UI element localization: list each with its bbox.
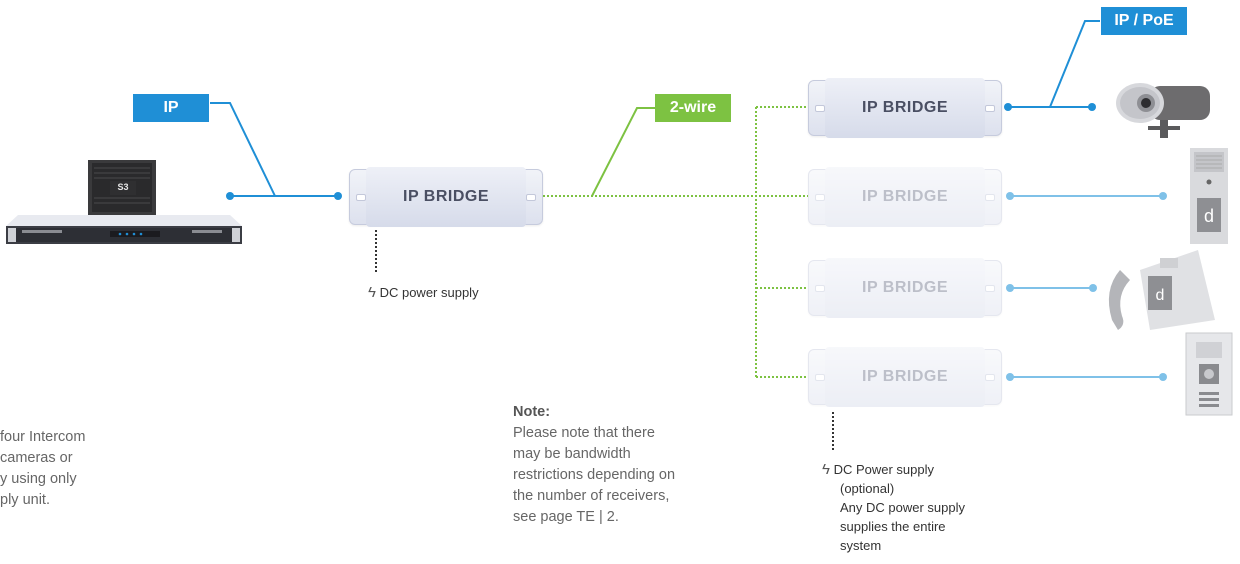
bridge-label: IP BRIDGE: [403, 188, 489, 205]
lightning-icon: ϟ: [822, 461, 830, 478]
two-wire-tag: 2-wire: [655, 94, 731, 122]
main-ip-bridge: IP BRIDGE: [349, 167, 543, 227]
svg-text:d: d: [1204, 206, 1214, 226]
dc-optional-label: ϟ DC Power supply (optional) Any DC powe…: [822, 461, 965, 553]
receiver-ip-bridge-1: IP BRIDGE: [808, 78, 1002, 138]
intercom-panel-icon: [1185, 332, 1233, 416]
receiver-ip-bridge-2: IP BRIDGE: [808, 167, 1002, 227]
receiver-ip-bridge-4: IP BRIDGE: [808, 347, 1002, 407]
camera-icon: [1116, 83, 1210, 138]
receiver-ip-bridge-3: IP BRIDGE: [808, 258, 1002, 318]
bridge-label: IP BRIDGE: [862, 99, 948, 116]
ip-poe-tag: IP / PoE: [1101, 7, 1187, 35]
dc-power-label: ϟ DC power supply: [368, 284, 479, 301]
bandwidth-note: Note: Please note that there may be band…: [513, 404, 676, 525]
two-wire-leader: [591, 107, 655, 197]
poe-dot-right: [1088, 103, 1096, 111]
poe-leader: [1049, 20, 1100, 108]
ip-link-dot-right: [334, 192, 342, 200]
link-r3-dot-r: [1089, 284, 1097, 292]
left-description: four Intercom cameras or y using only pl…: [0, 429, 86, 508]
indoor-phone-icon: d: [1108, 250, 1215, 330]
link-r2-dot-l: [1006, 192, 1014, 200]
link-r2-dot-r: [1159, 192, 1167, 200]
server-panel-text: S3: [117, 182, 129, 192]
link-r3-dot-l: [1006, 284, 1014, 292]
link-r4-dot-r: [1159, 373, 1167, 381]
ip-leader-line: [210, 102, 276, 197]
note-title: Note:: [513, 404, 551, 420]
ip-tag: IP: [133, 94, 209, 122]
bridge-label: IP BRIDGE: [862, 368, 948, 385]
server-icon: [6, 160, 242, 244]
door-station-icon: d: [1190, 148, 1228, 244]
bridge-label: IP BRIDGE: [862, 188, 948, 205]
link-r4-dot-l: [1006, 373, 1014, 381]
ip-link-dot-left: [226, 192, 234, 200]
lightning-icon: ϟ: [368, 284, 376, 301]
bridge-label: IP BRIDGE: [862, 279, 948, 296]
poe-dot-left: [1004, 103, 1012, 111]
svg-text:d: d: [1156, 287, 1165, 304]
